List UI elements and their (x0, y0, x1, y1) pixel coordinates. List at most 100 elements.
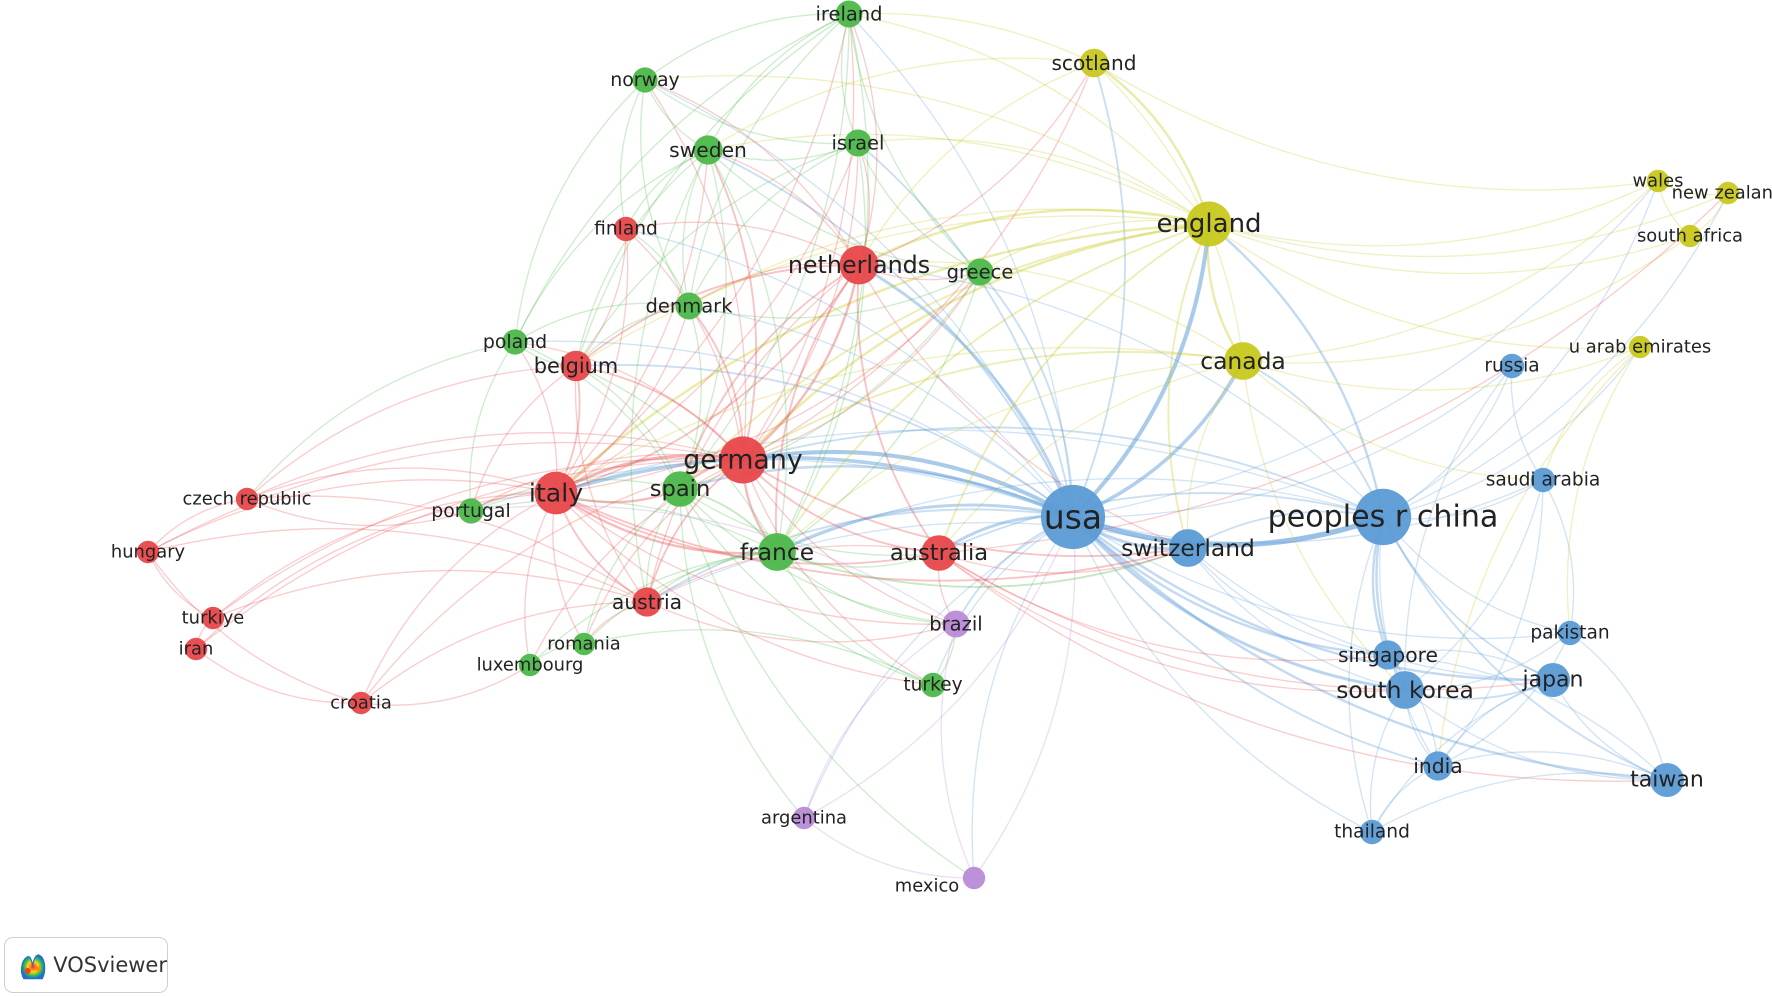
link-spain-brazil (679, 488, 957, 625)
node-label-belgium: belgium (534, 354, 619, 378)
node-czech_republic[interactable] (235, 487, 259, 511)
node-brazil[interactable] (942, 610, 970, 638)
links-layer (147, 12, 1729, 879)
link-peoples_r_china-russia (1382, 365, 1513, 518)
node-denmark[interactable] (675, 292, 703, 320)
node-greece[interactable] (966, 258, 994, 286)
node-japan[interactable] (1536, 663, 1570, 697)
node-sweden[interactable] (693, 135, 723, 165)
link-canada-germany (742, 350, 1244, 461)
node-norway[interactable] (632, 67, 658, 93)
link-israel-denmark (688, 142, 859, 307)
link-france-belgium (575, 365, 778, 553)
node-mexico[interactable] (962, 866, 986, 890)
link-ireland-sweden (707, 13, 850, 151)
link-russia-south_korea (1404, 365, 1513, 691)
node-new_zealand[interactable] (1716, 181, 1740, 205)
link-netherlands-norway (644, 79, 860, 266)
link-usa-taiwan (1072, 516, 1668, 782)
node-poland[interactable] (502, 329, 528, 355)
link-australia-switzerland (938, 547, 1189, 574)
link-germany-italy (555, 454, 744, 495)
node-label-england: england (1156, 209, 1261, 239)
link-peoples_r_china-wales (1382, 180, 1659, 518)
node-portugal[interactable] (458, 498, 484, 524)
link-germany-czech_republic (246, 432, 744, 500)
link-sweden-austria (630, 149, 709, 603)
node-wales[interactable] (1646, 169, 1670, 193)
link-poland-portugal (469, 341, 516, 512)
node-turkiye[interactable] (201, 606, 225, 630)
node-label-finland: finland (594, 219, 658, 240)
link-usa-saudi_arabia (1072, 479, 1544, 544)
link-italy-sweden (555, 149, 709, 494)
node-luxembourg[interactable] (518, 653, 542, 677)
node-australia[interactable] (921, 535, 957, 571)
link-germany-ireland (742, 13, 855, 461)
node-argentina[interactable] (792, 806, 816, 830)
node-hungary[interactable] (136, 540, 160, 564)
node-netherlands[interactable] (839, 245, 879, 285)
link-france-turkey (776, 551, 934, 686)
link-france-romania (583, 551, 778, 645)
link-france-sweden (707, 149, 788, 553)
node-finland[interactable] (613, 216, 639, 242)
link-spain-belgium (575, 365, 681, 490)
link-canada-scotland (1093, 62, 1244, 362)
link-germany-belgium (575, 365, 744, 461)
link-ireland-denmark (688, 13, 850, 307)
link-england-norway (644, 75, 1210, 225)
node-usa[interactable] (1040, 484, 1106, 550)
node-germany[interactable] (719, 436, 767, 484)
node-label-scotland: scotland (1051, 51, 1136, 75)
link-england-greece (979, 219, 1210, 273)
link-spain-sweden (679, 149, 727, 490)
node-italy[interactable] (534, 471, 578, 515)
link-sweden-denmark (682, 149, 709, 307)
link-germany-portugal (470, 453, 744, 512)
node-ireland[interactable] (835, 0, 863, 28)
node-label-czech_republic: czech republic (183, 489, 312, 510)
node-south_korea[interactable] (1386, 671, 1424, 709)
node-england[interactable] (1186, 201, 1232, 247)
node-romania[interactable] (572, 632, 596, 656)
link-canada-australia (938, 360, 1244, 554)
link-usa-netherlands (858, 263, 1075, 518)
node-label-austria: austria (612, 590, 682, 614)
node-croatia[interactable] (349, 691, 373, 715)
link-czech_republic-portugal (246, 498, 472, 527)
node-spain[interactable] (662, 471, 698, 507)
node-peoples_r_china[interactable] (1354, 488, 1412, 546)
node-switzerland[interactable] (1169, 529, 1207, 567)
link-south_korea-saudi_arabia (1404, 479, 1544, 691)
node-taiwan[interactable] (1650, 763, 1684, 797)
link-south_korea-pakistan (1404, 632, 1571, 691)
node-canada[interactable] (1224, 342, 1262, 380)
node-israel[interactable] (844, 129, 872, 157)
nodes-layer (136, 0, 1740, 890)
link-germany-turkey (742, 459, 934, 686)
node-u_arab_emirates[interactable] (1628, 335, 1652, 359)
node-south_africa[interactable] (1678, 224, 1702, 248)
node-thailand[interactable] (1359, 819, 1385, 845)
node-india[interactable] (1423, 751, 1453, 781)
link-australia-taiwan (938, 552, 1668, 782)
node-label-luxembourg: luxembourg (477, 655, 584, 676)
link-england-israel (857, 138, 1210, 225)
node-scotland[interactable] (1079, 48, 1109, 78)
link-england-south_africa (1208, 223, 1691, 275)
node-france[interactable] (758, 533, 796, 571)
node-pakistan[interactable] (1557, 620, 1583, 646)
node-turkey[interactable] (920, 672, 946, 698)
node-austria[interactable] (632, 587, 662, 617)
link-ireland-poland (514, 13, 850, 343)
link-england-belgium (575, 215, 1210, 367)
node-iran[interactable] (184, 637, 208, 661)
link-spain-denmark (679, 305, 702, 490)
node-russia[interactable] (1499, 353, 1525, 379)
node-belgium[interactable] (560, 350, 592, 382)
link-canada-u_arab_emirates (1242, 346, 1641, 391)
node-singapore[interactable] (1373, 640, 1403, 670)
node-saudi_arabia[interactable] (1530, 467, 1556, 493)
